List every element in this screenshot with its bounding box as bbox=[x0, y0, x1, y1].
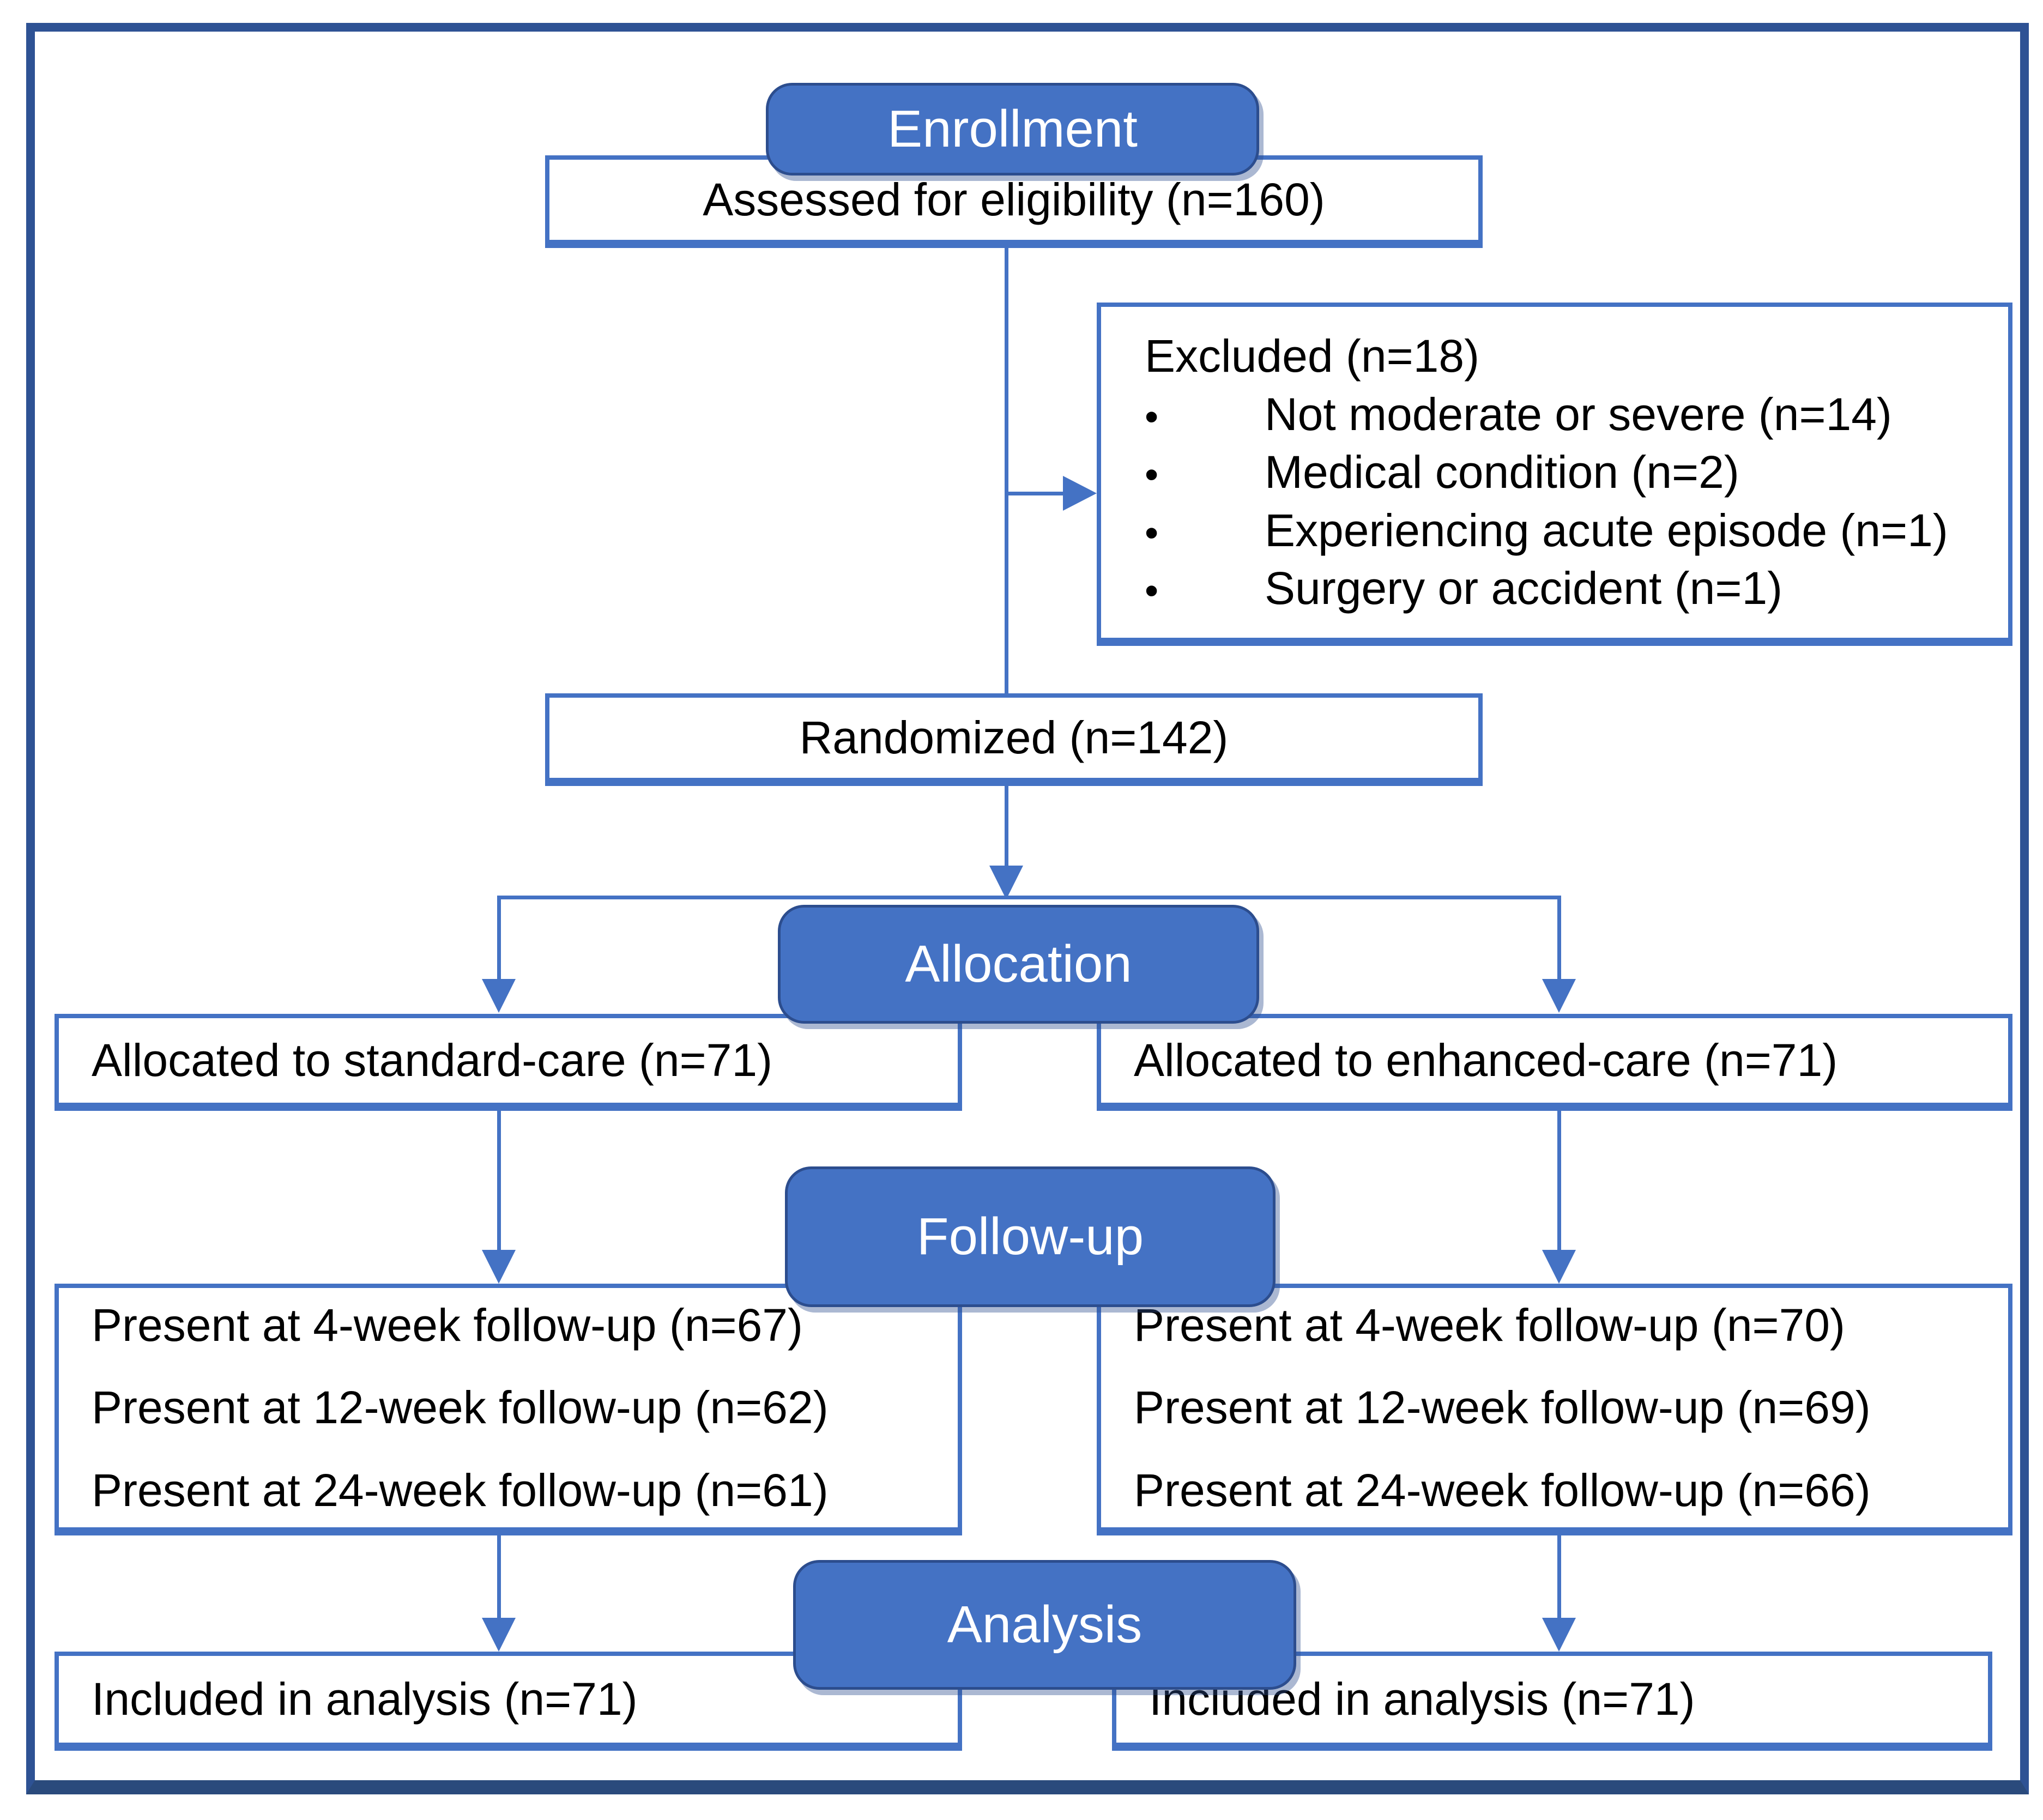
stage-header-allocation: Allocation bbox=[778, 905, 1259, 1024]
randomized-box: Randomized (n=142) bbox=[545, 693, 1483, 786]
followup-line: Present at 4-week follow-up (n=70) bbox=[1134, 1299, 1845, 1351]
followup-line: Present at 12-week follow-up (n=62) bbox=[92, 1382, 829, 1434]
stage-header-enrollment: Enrollment bbox=[766, 83, 1259, 176]
connector-split-line bbox=[497, 896, 1561, 899]
connector-assessed-to-randomized bbox=[1005, 247, 1008, 694]
excluded-item-text: Surgery or accident (n=1) bbox=[1265, 563, 1783, 614]
excluded-item: • Surgery or accident (n=1) bbox=[1145, 562, 1992, 615]
excluded-item-text: Experiencing acute episode (n=1) bbox=[1265, 504, 1948, 556]
followup-standard-care-lines: Present at 4-week follow-up (n=67) Prese… bbox=[92, 1299, 958, 1517]
connector-excluded-branch bbox=[1006, 492, 1066, 495]
assessed-eligibility-text: Assessed for eligibility (n=160) bbox=[703, 174, 1325, 226]
followup-line: Present at 4-week follow-up (n=67) bbox=[92, 1299, 803, 1351]
arrowhead-down-icon bbox=[482, 1618, 516, 1652]
excluded-box: Excluded (n=18) • Not moderate or severe… bbox=[1097, 303, 2012, 646]
connector-split-to-standard-arm bbox=[497, 896, 501, 981]
connector-enhanced-to-followup bbox=[1557, 1110, 1561, 1251]
arrowhead-down-icon bbox=[989, 866, 1023, 899]
arrowhead-down-icon bbox=[1542, 979, 1576, 1013]
connector-followup-to-analysis-left bbox=[497, 1535, 501, 1619]
allocated-enhanced-care-box: Allocated to enhanced-care (n=71) bbox=[1097, 1014, 2012, 1111]
stage-header-label: Analysis bbox=[947, 1595, 1143, 1654]
arrowhead-down-icon bbox=[482, 1250, 516, 1284]
excluded-content: Excluded (n=18) • Not moderate or severe… bbox=[1101, 307, 2008, 638]
followup-enhanced-care-lines: Present at 4-week follow-up (n=70) Prese… bbox=[1134, 1299, 2008, 1517]
excluded-item: • Experiencing acute episode (n=1) bbox=[1145, 504, 1992, 557]
connector-randomized-to-split bbox=[1005, 785, 1008, 867]
connector-split-to-enhanced-arm bbox=[1557, 896, 1561, 981]
followup-line: Present at 24-week follow-up (n=61) bbox=[92, 1464, 829, 1516]
assessed-eligibility-box: Assessed for eligibility (n=160) bbox=[545, 155, 1483, 248]
connector-followup-to-analysis-right bbox=[1557, 1535, 1561, 1619]
allocated-standard-care-text: Allocated to standard-care (n=71) bbox=[92, 1035, 773, 1086]
bullet-icon: • bbox=[1145, 395, 1159, 439]
excluded-item-text: Not moderate or severe (n=14) bbox=[1265, 388, 1892, 440]
excluded-item: • Not moderate or severe (n=14) bbox=[1145, 388, 1992, 441]
bullet-icon: • bbox=[1145, 453, 1159, 497]
excluded-title: Excluded (n=18) bbox=[1145, 330, 1480, 382]
stage-header-followup: Follow-up bbox=[785, 1166, 1276, 1307]
arrowhead-down-icon bbox=[1542, 1250, 1576, 1284]
analysis-standard-care-text: Included in analysis (n=71) bbox=[92, 1673, 638, 1725]
stage-header-analysis: Analysis bbox=[793, 1560, 1296, 1690]
randomized-text: Randomized (n=142) bbox=[799, 712, 1229, 764]
arrowhead-down-icon bbox=[482, 979, 516, 1013]
followup-standard-care-box: Present at 4-week follow-up (n=67) Prese… bbox=[55, 1284, 962, 1535]
excluded-item-text: Medical condition (n=2) bbox=[1265, 446, 1739, 498]
followup-line: Present at 24-week follow-up (n=66) bbox=[1134, 1464, 1871, 1516]
stage-header-label: Allocation bbox=[905, 935, 1132, 993]
stage-header-label: Follow-up bbox=[916, 1207, 1144, 1266]
stage-header-label: Enrollment bbox=[887, 100, 1138, 158]
followup-enhanced-care-box: Present at 4-week follow-up (n=70) Prese… bbox=[1097, 1284, 2012, 1535]
bullet-icon: • bbox=[1145, 569, 1159, 613]
allocated-enhanced-care-text: Allocated to enhanced-care (n=71) bbox=[1134, 1035, 1838, 1086]
excluded-item: • Medical condition (n=2) bbox=[1145, 446, 1992, 499]
bullet-icon: • bbox=[1145, 511, 1159, 555]
arrowhead-right-icon bbox=[1063, 476, 1097, 511]
connector-standard-to-followup bbox=[497, 1110, 501, 1251]
followup-line: Present at 12-week follow-up (n=69) bbox=[1134, 1382, 1871, 1434]
arrowhead-down-icon bbox=[1542, 1618, 1576, 1652]
allocated-standard-care-box: Allocated to standard-care (n=71) bbox=[55, 1014, 962, 1111]
